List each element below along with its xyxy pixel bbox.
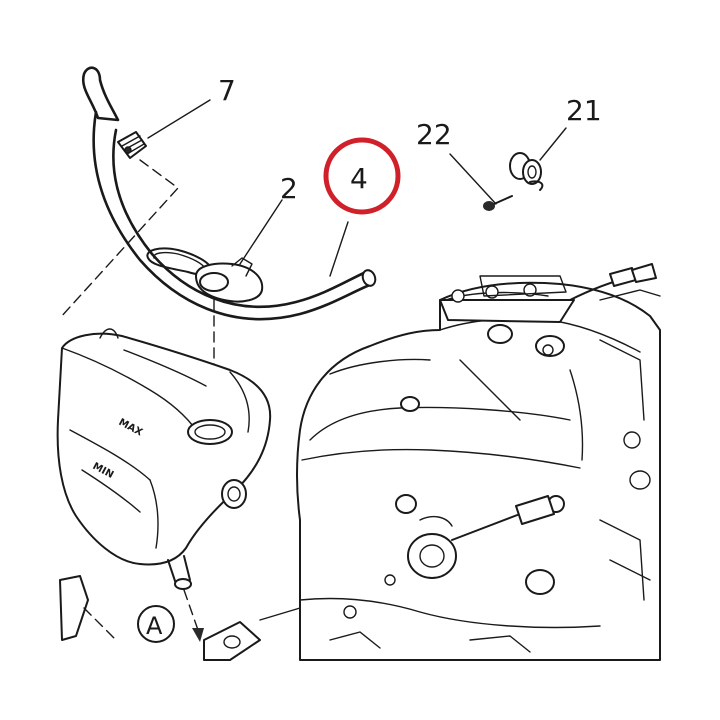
callout-4: 4 — [350, 162, 368, 195]
coolant-expansion-tank[interactable]: MAX MIN — [56, 328, 272, 590]
hose-clamp[interactable] — [117, 131, 147, 159]
highlight-ring — [323, 137, 401, 215]
leader-lines — [147, 99, 567, 277]
fitting[interactable] — [509, 152, 544, 191]
callout-22: 22 — [416, 118, 452, 151]
engine-assembly — [59, 263, 661, 661]
callout-7: 7 — [218, 74, 236, 107]
view-a-label: A — [146, 612, 163, 640]
callout-21: 21 — [566, 94, 602, 127]
view-a-arrow — [183, 589, 204, 642]
screw[interactable] — [483, 195, 513, 211]
tank-cap[interactable] — [195, 257, 264, 303]
view-a-marker[interactable]: A — [137, 605, 175, 643]
alignment-dash-1 — [59, 159, 179, 319]
callout-2: 2 — [280, 172, 298, 205]
coolant-hose[interactable] — [81, 66, 377, 321]
